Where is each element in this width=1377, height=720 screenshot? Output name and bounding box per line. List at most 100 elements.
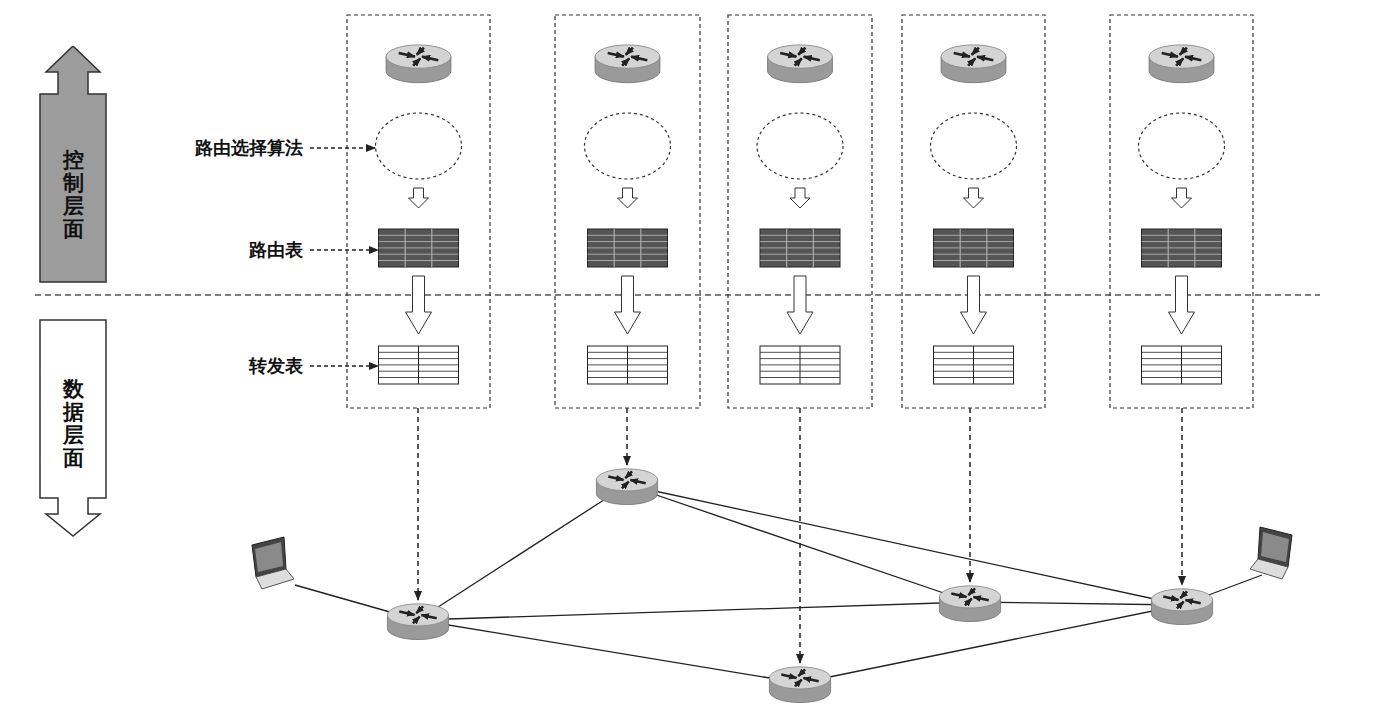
table-row — [760, 260, 840, 261]
router-box — [347, 15, 490, 408]
router-arrow — [1162, 53, 1178, 57]
mapping-leader — [417, 408, 419, 600]
router-icon — [386, 45, 451, 83]
forwarding-table — [1142, 346, 1222, 384]
plane-label: 数据层面 — [63, 378, 84, 470]
router-arrow — [1185, 57, 1201, 61]
table-col — [1181, 346, 1182, 384]
router-arrow — [968, 588, 975, 595]
table-col — [614, 229, 615, 267]
laptop-display — [255, 542, 283, 572]
mapping-leader — [1181, 408, 1183, 585]
router-arrow — [622, 58, 629, 65]
leader-line — [310, 147, 375, 149]
table-row — [588, 260, 668, 261]
table-col — [627, 346, 628, 384]
router-arrow — [608, 477, 623, 480]
router-icon — [595, 45, 660, 83]
router-top — [387, 604, 448, 626]
table-col — [431, 229, 432, 267]
flow-arrow — [615, 276, 641, 334]
table-row — [760, 235, 840, 236]
table-row — [1142, 247, 1222, 248]
table-row — [379, 260, 459, 261]
forwarding-table — [379, 346, 459, 384]
algorithm-circle — [376, 113, 462, 179]
flow-arrow — [409, 188, 429, 208]
table-row — [1142, 254, 1222, 255]
table-row — [1142, 260, 1222, 261]
router-arrow — [413, 617, 420, 624]
table-col — [973, 346, 974, 384]
router-arrow — [798, 669, 805, 676]
router-icon — [1149, 45, 1214, 83]
router-arrow — [954, 53, 970, 57]
table-row — [379, 247, 459, 248]
router-arrow — [630, 480, 645, 483]
table-row — [934, 260, 1014, 261]
router-top — [596, 469, 657, 491]
router-arrow — [798, 48, 805, 55]
router-box — [1110, 15, 1253, 408]
flow-arrow — [964, 188, 984, 208]
router-arrow — [972, 48, 979, 55]
table-row — [934, 254, 1014, 255]
router-top — [941, 45, 1006, 68]
router-top — [768, 45, 833, 68]
table-row — [379, 235, 459, 236]
router-arrow — [1180, 591, 1187, 598]
router-arrow — [1176, 58, 1183, 65]
router-arrow — [795, 680, 802, 687]
flow-arrow — [961, 276, 987, 334]
table-col — [1168, 229, 1169, 267]
router-box — [902, 15, 1045, 408]
table-col — [418, 346, 419, 384]
table-col — [786, 229, 787, 267]
data-plane-arrow: 数据层面 — [38, 318, 108, 538]
router-top — [1151, 589, 1212, 611]
router-arrow — [626, 48, 633, 55]
router-arrow — [421, 615, 436, 618]
table-col — [640, 229, 641, 267]
router-arrow — [625, 471, 632, 478]
router-arrow — [968, 58, 975, 65]
table-col — [960, 229, 961, 267]
forwarding-table — [760, 346, 840, 384]
plane-label: 控制层面 — [63, 149, 84, 241]
network-link — [970, 602, 1182, 605]
control-plane-arrow: 控制层面 — [38, 46, 108, 284]
router-icon — [1151, 589, 1212, 625]
mapping-leader — [799, 408, 801, 663]
callout-label: 路由选择算法 — [193, 136, 305, 160]
flow-arrow — [406, 276, 432, 334]
table-col — [800, 346, 801, 384]
router-arrow — [1185, 600, 1200, 603]
arrow-outline — [40, 320, 106, 536]
table-col — [813, 229, 814, 267]
flow-arrow — [1169, 276, 1195, 334]
mapping-leader — [969, 408, 971, 582]
router-arrow — [399, 53, 415, 57]
router-arrow — [795, 58, 802, 65]
table-row — [934, 241, 1014, 242]
network-link — [627, 485, 970, 602]
routing-table — [934, 229, 1014, 267]
router-top — [939, 586, 1000, 608]
table-row — [588, 235, 668, 236]
mapping-leader — [626, 408, 628, 465]
leader-line — [310, 249, 378, 251]
router-icon — [939, 586, 1000, 622]
table-row — [1142, 241, 1222, 242]
router-arrow — [422, 57, 438, 61]
table-row — [379, 241, 459, 242]
router-arrow — [973, 597, 988, 600]
router-arrow — [1163, 597, 1178, 600]
arrow-outline — [40, 46, 106, 282]
network-link — [418, 602, 970, 620]
network-link — [627, 485, 1182, 605]
leader-line — [310, 365, 378, 367]
router-arrow — [803, 678, 818, 681]
flow-arrow — [787, 276, 813, 334]
router-arrow — [781, 675, 796, 678]
